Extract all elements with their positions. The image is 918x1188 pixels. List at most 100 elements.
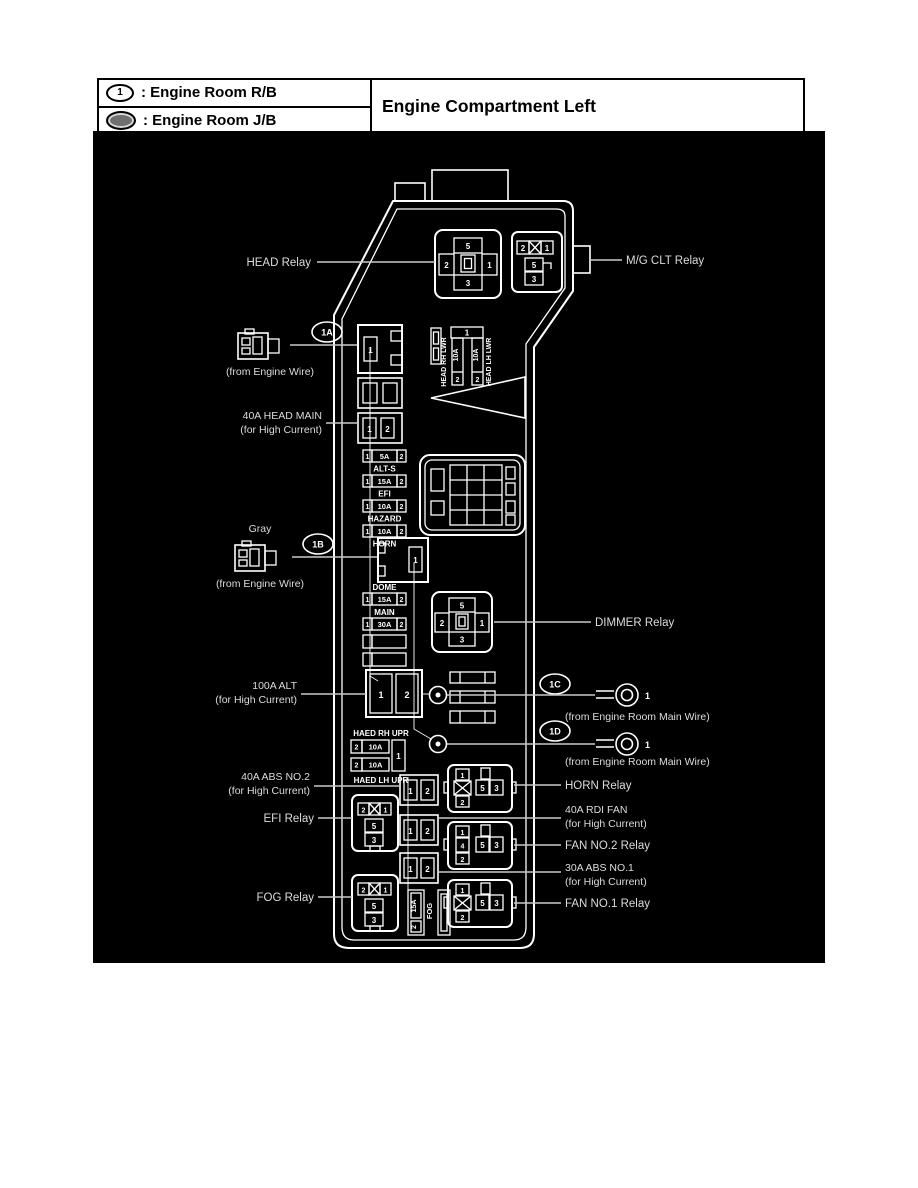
dimmer-pin2: 2	[440, 619, 445, 628]
alt-label-2: (for High Current)	[215, 694, 297, 706]
main-l: 1	[366, 622, 370, 629]
head-lwr-fuse-cluster: HEAD RH LWR 1 10A 2 10A 2 HEAD LH LWR	[430, 326, 493, 387]
strip-0-amp: 5A	[380, 452, 390, 461]
dimmer-pin3: 3	[460, 636, 465, 645]
efi-pin2: 2	[362, 808, 366, 815]
fog-pin5: 5	[372, 902, 377, 911]
fan1-pin2: 2	[461, 915, 465, 922]
rdi-pin1: 1	[408, 827, 413, 836]
mg-clt-relay-label: M/G CLT Relay	[626, 255, 704, 267]
mg-clt-pin1: 1	[545, 244, 550, 253]
fan1-pin1: 1	[461, 888, 465, 895]
gray-label: Gray	[249, 523, 273, 535]
diagram-canvas: 5 3 2 1 HEAD Relay 2 1 5 3 M	[93, 131, 825, 963]
callout-1b-oval	[302, 533, 334, 555]
legend-left-column: 1 : Engine Room R/B : Engine Room J/B	[99, 80, 372, 133]
strip-1-r: 2	[400, 479, 404, 486]
dimmer-pin5: 5	[460, 602, 465, 611]
abs-no1-label-2: (for High Current)	[565, 876, 647, 888]
efi-pin3: 3	[372, 836, 377, 845]
connector-1b: 1	[377, 537, 429, 583]
head-rh-lwr-amp: 10A	[453, 349, 460, 362]
abs-no2-label-1: 40A ABS NO.2	[241, 771, 310, 783]
dimmer-pin1: 1	[480, 619, 485, 628]
head-rh-lwr-label: HEAD RH LWR	[441, 337, 448, 386]
legend-row-jb: : Engine Room J/B	[99, 105, 370, 134]
connector-1a: 1	[357, 324, 403, 374]
head-rh-lwr-n: 2	[456, 377, 460, 384]
fog-relay: 2 1 5 3	[351, 874, 399, 932]
ring-terminal-1d: 1	[596, 732, 650, 756]
fan1-pin3: 3	[494, 899, 499, 908]
dimmer-relay-label: DIMMER Relay	[595, 617, 674, 629]
fan2-pin5: 5	[480, 841, 485, 850]
mg-clt-pin3: 3	[532, 275, 537, 284]
gray-connector-icon	[234, 540, 277, 572]
haed-lh-upr-label: HAED LH UPR	[354, 776, 409, 785]
circled-1-icon: 1	[106, 83, 134, 102]
abs-no2-label-2: (for High Current)	[228, 785, 310, 797]
strip-2-l: 1	[366, 504, 370, 511]
page-title: Engine Compartment Left	[382, 96, 596, 116]
fog-pin2: 2	[362, 888, 366, 895]
horn-pin5: 5	[480, 784, 485, 793]
horn-pin3: 3	[494, 784, 499, 793]
head-relay-pin3: 3	[466, 279, 471, 288]
abs1-pin1: 1	[408, 865, 413, 874]
haed-rh-amp: 10A	[369, 743, 383, 752]
strip-2-amp: 10A	[378, 502, 392, 511]
callout-1a-oval	[311, 321, 343, 343]
legend-rb-label: : Engine Room R/B	[141, 84, 277, 102]
connector-1b-pin1: 1	[413, 556, 418, 565]
callout-1c-text: 1C	[549, 680, 561, 690]
haed-lh-amp: 10A	[369, 761, 383, 770]
strip-0-r: 2	[400, 454, 404, 461]
callout-1d-oval	[539, 720, 571, 742]
legend-jb-label: : Engine Room J/B	[143, 111, 277, 129]
main-amp: 30A	[378, 620, 392, 629]
alt-pin2: 2	[404, 690, 409, 700]
fan2-pin4: 4	[461, 844, 465, 851]
fan2-pin2: 2	[461, 857, 465, 864]
from-engine-wire-label-top: (from Engine Wire)	[226, 366, 314, 378]
wedge-channel	[430, 376, 526, 419]
head-lwr-bar: 1	[465, 329, 470, 338]
rdi-pin2: 2	[425, 827, 430, 836]
strip-3-r: 2	[400, 529, 404, 536]
haed-bar: 1	[396, 752, 401, 761]
horn-pin1: 1	[461, 773, 465, 780]
head-relay-pin5: 5	[466, 242, 471, 251]
dimmer-relay: 5 3 2 1	[431, 591, 493, 653]
fog-relay-label: FOG Relay	[256, 892, 314, 904]
abs-no1-label-1: 30A ABS NO.1	[565, 862, 634, 874]
haed-rh-upr-label: HAED RH UPR	[353, 729, 409, 738]
dome-amp: 15A	[378, 595, 392, 604]
fan2-pin1: 1	[461, 830, 465, 837]
fog-fuse: 15A 2 FOG	[407, 889, 451, 936]
fan-no2-relay: 1 4 2 5 3	[443, 821, 517, 870]
main-r: 2	[400, 622, 404, 629]
horn-pin2: 2	[461, 800, 465, 807]
abs1-pin2: 2	[425, 865, 430, 874]
strip-2-name: HAZARD	[368, 515, 402, 524]
legend-table: 1 : Engine Room R/B : Engine Room J/B En…	[97, 78, 805, 135]
efi-pin5: 5	[372, 822, 377, 831]
haed-rh-n: 2	[355, 745, 359, 752]
head-relay-pin2: 2	[444, 261, 449, 270]
fog-fuse-amp: 15A	[411, 900, 418, 913]
head-lh-lwr-n: 2	[476, 377, 480, 384]
connector-1a-pin1: 1	[368, 346, 373, 355]
fuse-40a-head-main: 1 2	[357, 412, 403, 444]
head-relay: 5 3 2 1	[434, 229, 502, 299]
fuse-abs-no2: 1 2	[399, 774, 439, 806]
mg-clt-relay: 2 1 5 3	[511, 231, 563, 293]
fan1-pin5: 5	[480, 899, 485, 908]
fan-no1-relay: 1 2 5 3	[443, 879, 517, 928]
blank-fuses-right	[449, 671, 496, 724]
abs2-pin2: 2	[425, 787, 430, 796]
head-main-pin1: 1	[367, 425, 372, 434]
blank-fuse-2slot	[357, 377, 403, 409]
strip-3-l: 1	[366, 529, 370, 536]
ring-1d-pin: 1	[645, 740, 650, 750]
